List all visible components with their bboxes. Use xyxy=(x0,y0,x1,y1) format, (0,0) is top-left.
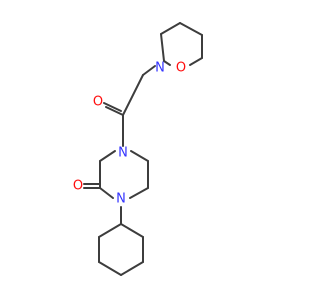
bond xyxy=(163,60,171,66)
bond xyxy=(98,261,122,276)
bond xyxy=(120,223,144,238)
bond xyxy=(103,102,122,112)
oxygen-label: O xyxy=(73,179,83,194)
bond xyxy=(179,22,203,36)
bond xyxy=(189,57,203,66)
oxygen-label: O xyxy=(93,95,103,110)
bond xyxy=(130,150,149,162)
bond xyxy=(160,33,165,62)
nitrogen-label: N xyxy=(155,61,165,76)
bond xyxy=(99,187,114,199)
oxygen-label: O xyxy=(176,61,186,76)
bond xyxy=(122,74,144,116)
structure-canvas: N O O N N O xyxy=(73,22,203,276)
nitrogen-label: N xyxy=(116,192,126,207)
bond xyxy=(120,261,144,276)
bond xyxy=(129,187,149,199)
bond xyxy=(99,150,116,162)
bond xyxy=(160,22,181,35)
molecule-diagram: N O O N N O xyxy=(73,22,203,276)
nitrogen-label: N xyxy=(118,146,128,161)
bond xyxy=(142,65,156,76)
bond xyxy=(105,106,124,116)
bond xyxy=(98,223,122,238)
